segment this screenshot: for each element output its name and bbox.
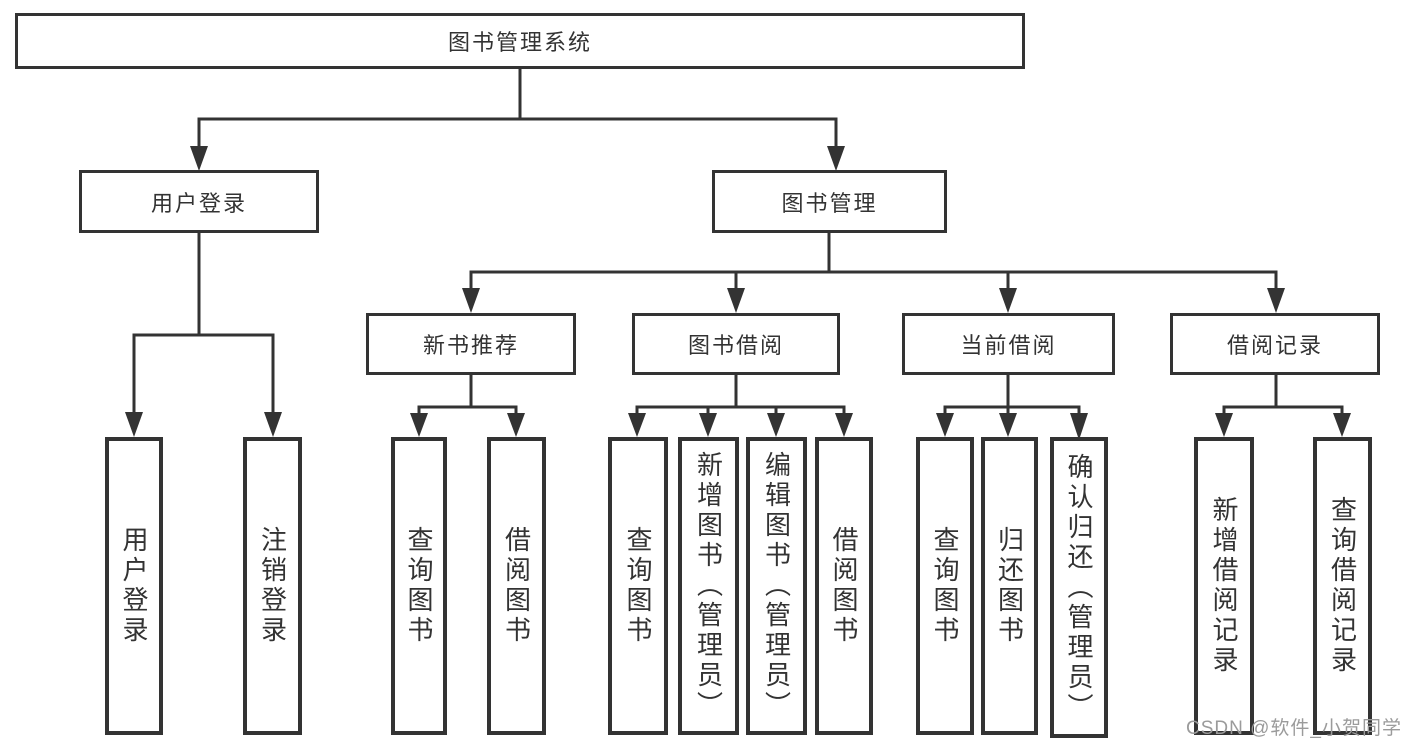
arrowhead bbox=[1215, 413, 1233, 437]
leaf-edit-book-admin: 编辑图书（管理员） bbox=[746, 437, 807, 735]
connector-level3-split bbox=[469, 270, 1278, 292]
leaf-label: 用户登录 bbox=[119, 526, 149, 646]
arrowhead bbox=[264, 412, 282, 437]
arrowhead bbox=[462, 288, 480, 313]
node-new-book-recommend: 新书推荐 bbox=[366, 313, 576, 375]
arrowhead bbox=[190, 146, 208, 171]
leaf-query-borrow-record: 查询借阅记录 bbox=[1313, 437, 1372, 735]
leaf-label: 编辑图书（管理员） bbox=[761, 451, 792, 721]
node-current-borrow: 当前借阅 bbox=[902, 313, 1115, 375]
arrowhead bbox=[835, 413, 853, 437]
node-borrow-records: 借阅记录 bbox=[1170, 313, 1380, 375]
leaf-query-books-recommend: 查询图书 bbox=[391, 437, 447, 735]
leaf-add-book-admin: 新增图书（管理员） bbox=[678, 437, 739, 735]
leaf-label: 查询图书 bbox=[404, 526, 434, 646]
connector-borrow-split bbox=[635, 405, 846, 418]
arrowhead bbox=[999, 288, 1017, 313]
arrowhead bbox=[1333, 413, 1351, 437]
leaf-label: 新增图书（管理员） bbox=[693, 451, 724, 721]
leaf-label: 借阅图书 bbox=[501, 526, 532, 646]
arrowhead bbox=[827, 146, 845, 171]
arrowhead bbox=[507, 413, 525, 437]
node-library-system: 图书管理系统 bbox=[15, 13, 1025, 69]
leaf-add-borrow-record: 新增借阅记录 bbox=[1194, 437, 1254, 735]
leaf-user-login: 用户登录 bbox=[105, 437, 163, 735]
arrowhead bbox=[727, 288, 745, 313]
leaf-borrow-books-borrow: 借阅图书 bbox=[815, 437, 873, 735]
connector-level2-split bbox=[197, 117, 838, 150]
connector-userlogin-split bbox=[132, 333, 275, 416]
leaf-label: 查询图书 bbox=[623, 526, 653, 646]
connector-current-split bbox=[943, 405, 1081, 418]
arrowhead bbox=[125, 412, 143, 437]
leaf-label: 借阅图书 bbox=[829, 526, 859, 646]
leaf-label: 注销登录 bbox=[257, 526, 288, 646]
arrowhead bbox=[936, 413, 954, 437]
arrowhead bbox=[410, 413, 428, 437]
node-book-management: 图书管理 bbox=[712, 170, 947, 233]
leaf-return-books: 归还图书 bbox=[981, 437, 1038, 735]
arrowhead bbox=[699, 413, 717, 437]
connector-newbook-split bbox=[417, 405, 518, 418]
leaf-borrow-books-recommend: 借阅图书 bbox=[487, 437, 546, 735]
leaf-confirm-return-admin: 确认归还（管理员） bbox=[1050, 437, 1108, 738]
leaf-label: 查询借阅记录 bbox=[1327, 496, 1358, 676]
node-user-login: 用户登录 bbox=[79, 170, 319, 233]
csdn-watermark: CSDN @软件_小贺同学 bbox=[1186, 718, 1402, 739]
arrowhead bbox=[1070, 413, 1088, 440]
arrowhead bbox=[628, 413, 646, 437]
leaf-label: 新增借阅记录 bbox=[1209, 496, 1239, 676]
leaf-label: 查询图书 bbox=[930, 526, 960, 646]
node-book-borrow: 图书借阅 bbox=[632, 313, 840, 375]
leaf-query-books-borrow: 查询图书 bbox=[608, 437, 668, 735]
leaf-label: 归还图书 bbox=[994, 526, 1025, 646]
leaf-logout: 注销登录 bbox=[243, 437, 302, 735]
arrowhead bbox=[767, 413, 785, 437]
leaf-query-books-current: 查询图书 bbox=[916, 437, 974, 735]
connector-records-split bbox=[1222, 405, 1344, 418]
leaf-label: 确认归还（管理员） bbox=[1064, 452, 1094, 723]
arrowhead bbox=[999, 413, 1017, 437]
arrowhead bbox=[1267, 288, 1285, 313]
